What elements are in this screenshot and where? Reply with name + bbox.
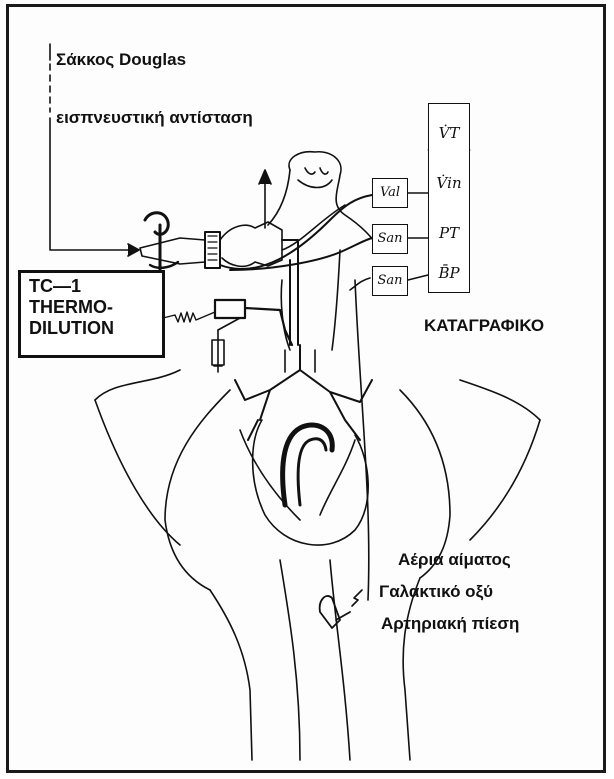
resistance-line [50,118,135,250]
recorder-channel-vin: V̇in [429,174,469,192]
lactic-acid-label: Γαλακτικό οξύ [379,582,493,602]
thermodilution-wire [163,312,215,322]
recorder-channel-vt: V̇T [429,124,469,142]
recorder-channel-pt: PT [429,224,469,242]
douglas-bag-label: Σάκκος Douglas [56,50,186,70]
recorder-label: ΚΑΤΑΓΡΑΦΙΚΟ [424,316,544,336]
wire-san-2 [350,278,370,290]
lower-body [210,578,420,760]
inspiratory-resistance-label: εισπνευστική αντίσταση [56,108,253,128]
head-outline [289,152,380,250]
transducer-val-label: Val [380,185,400,200]
syringe [212,330,224,372]
transducer-val: Val [372,178,408,208]
arrow-head [128,244,139,256]
arterial-pressure-label: Αρτηριακή πίεση [381,614,519,634]
recorder-box: V̇T V̇in PT B̄P [428,103,470,293]
recorder-channel-bp: B̄P [429,264,469,282]
catheter [215,300,292,345]
aorta [283,425,333,505]
transducer-san-1: San [372,224,408,254]
thermodilution-box: TC—1 THERMO- DILUTION [18,270,165,358]
thermodilution-line-3: DILUTION [29,318,154,339]
transducer-san-2: San [372,266,408,296]
transducer-san-2-label: San [377,273,402,288]
blood-gases-label: Αέρια αίματος [398,550,511,570]
transducer-san-1-label: San [377,231,402,246]
thermodilution-line-1: TC—1 [29,276,154,297]
thermodilution-line-2: THERMO- [29,297,154,318]
wire-val [220,195,372,269]
